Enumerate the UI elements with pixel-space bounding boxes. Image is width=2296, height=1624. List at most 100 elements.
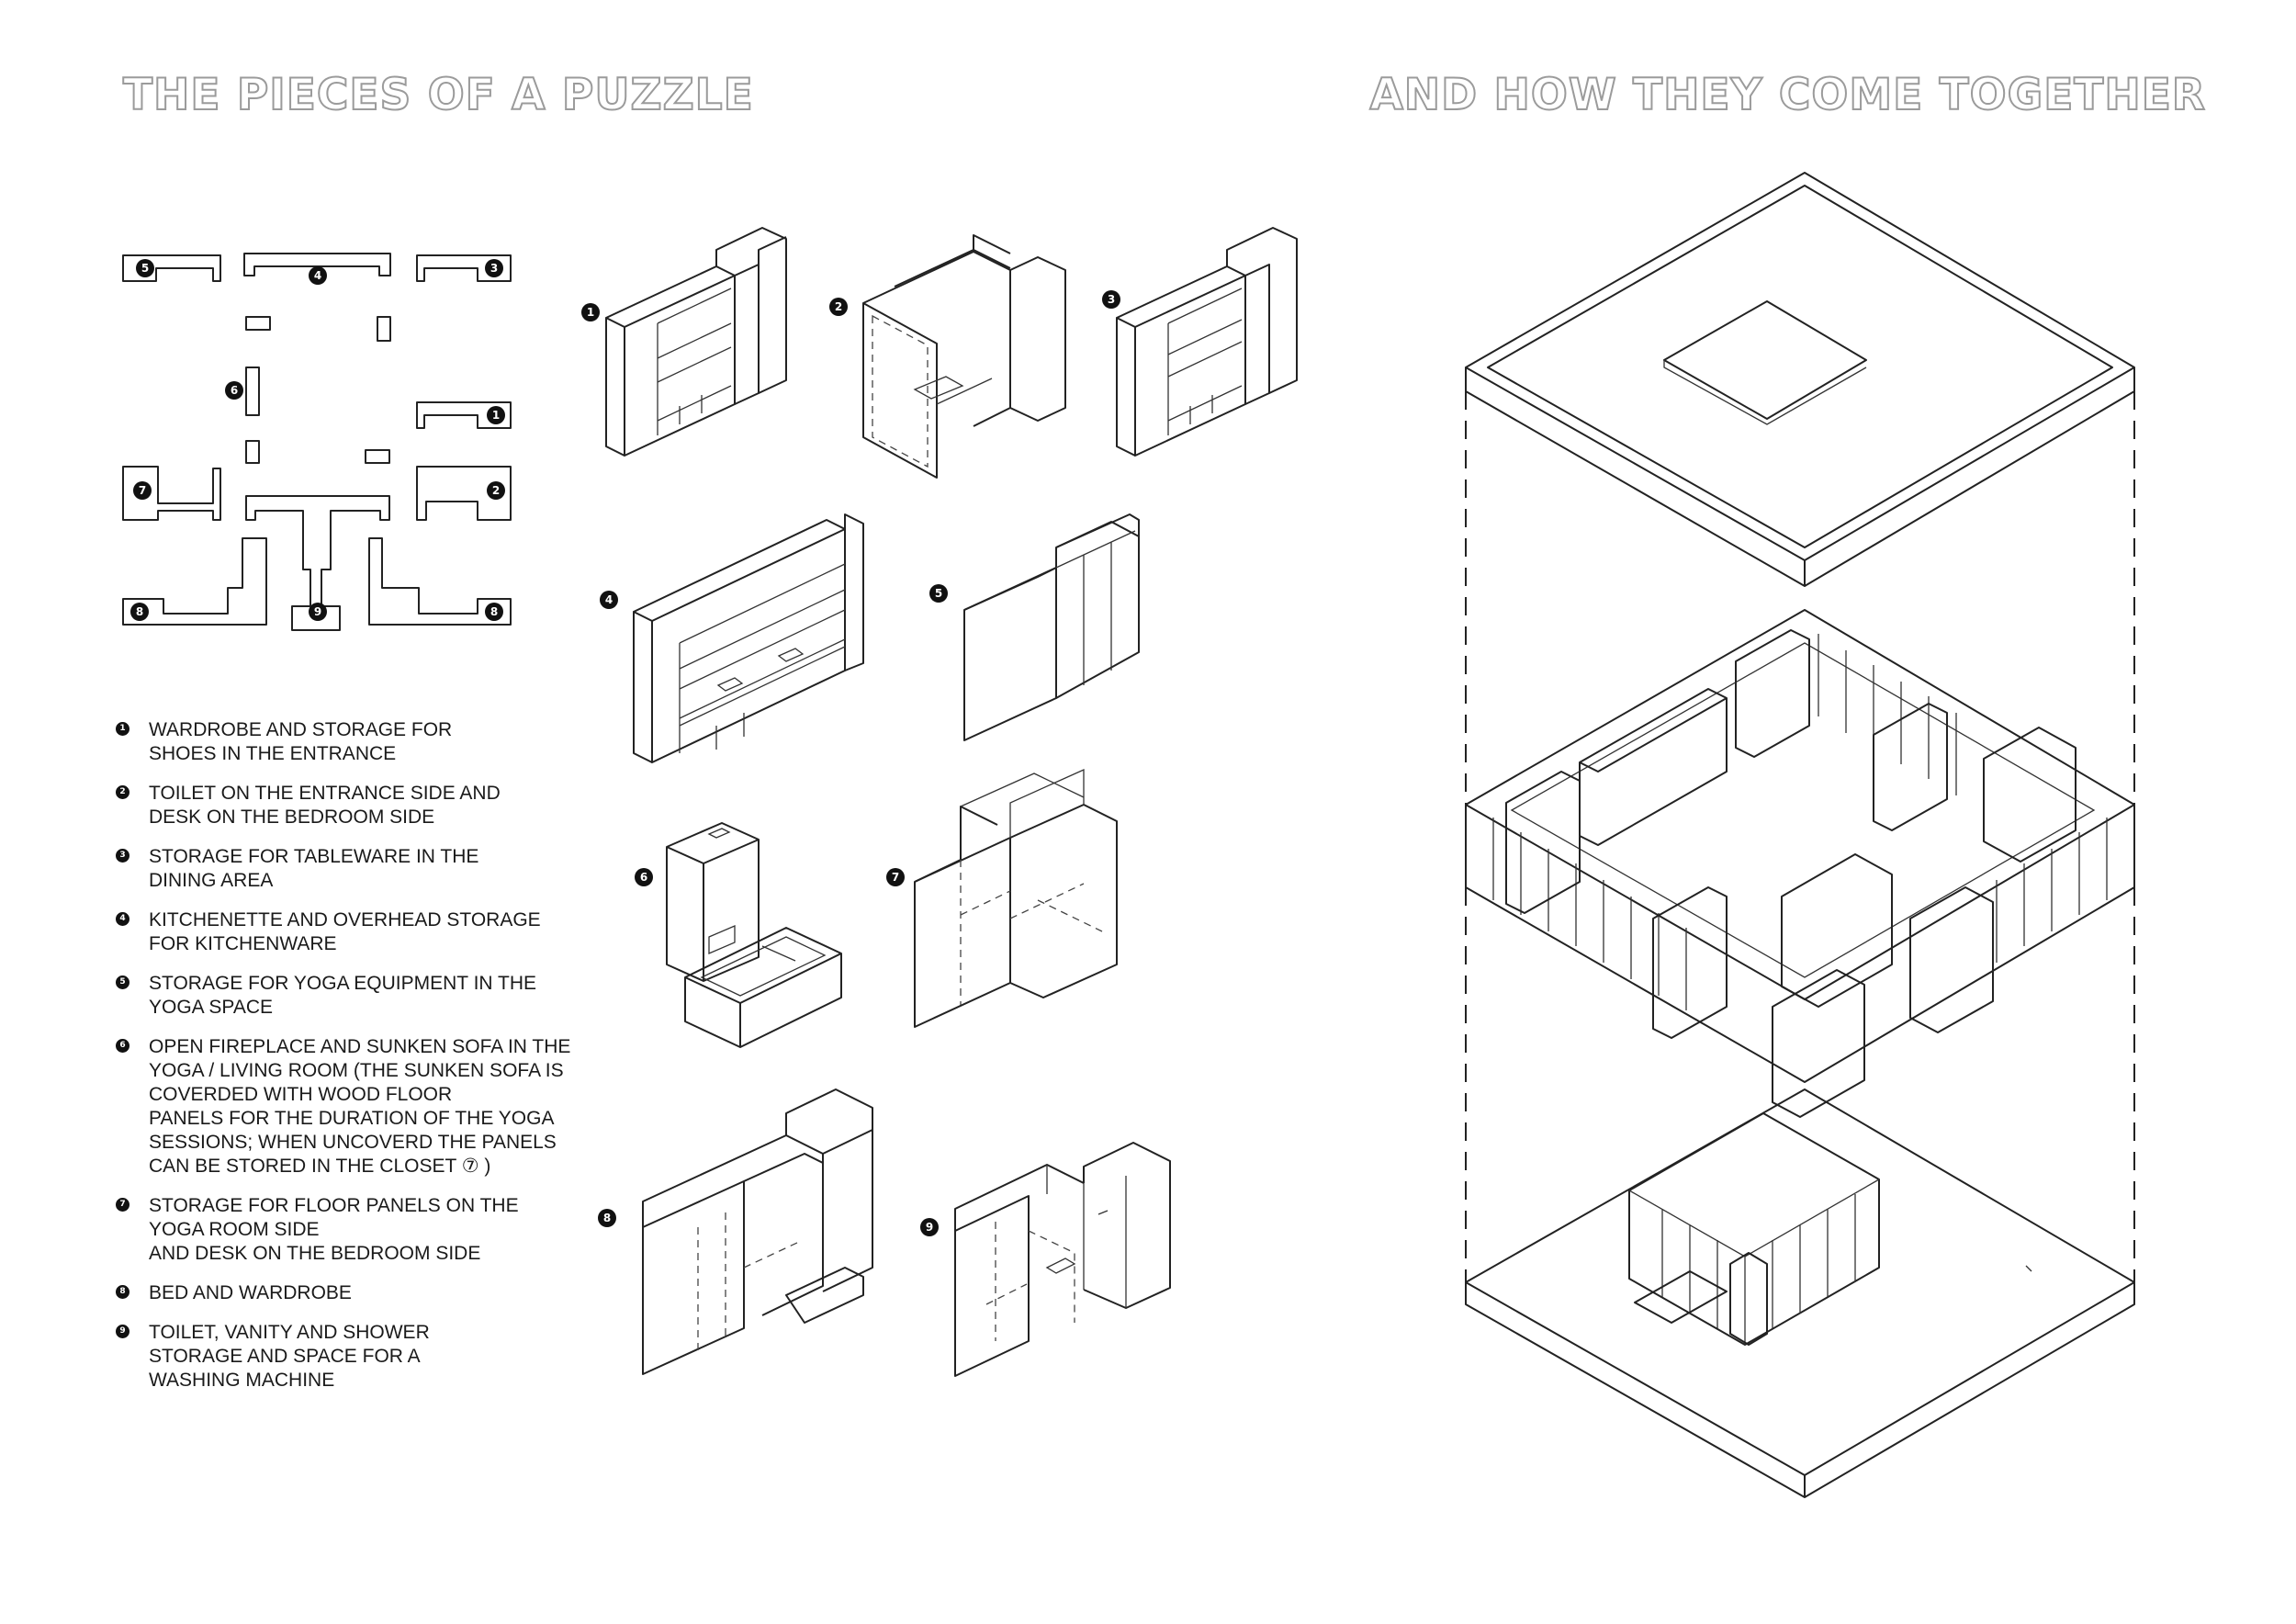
- piece-2-door: [862, 302, 938, 479]
- piece-9-front: [954, 1195, 1030, 1377]
- piece-9-edges: [1046, 1165, 1127, 1308]
- piece-badge-5: 5: [929, 584, 948, 603]
- key-plan: [122, 253, 512, 631]
- piece-4-top: [633, 519, 846, 613]
- legend-number: 8: [116, 1285, 129, 1299]
- legend-text: STORAGE FOR TABLEWARE IN THE DINING AREA: [149, 846, 479, 891]
- plan-badge-6: 6: [225, 381, 243, 400]
- piece-6-fireplace-edges: [666, 839, 760, 981]
- svg-text:5: 5: [935, 587, 942, 600]
- svg-text:7: 7: [139, 484, 146, 497]
- plan-piece-8b: [368, 537, 512, 626]
- piece-badge-7: 7: [886, 868, 905, 886]
- svg-text:8: 8: [490, 605, 498, 618]
- module-3-block: [1735, 629, 1810, 758]
- roof-slab-edge: [1465, 367, 2135, 587]
- svg-text:5: 5: [141, 262, 149, 275]
- svg-text:8: 8: [603, 1212, 611, 1224]
- ground-slab-edge: [1465, 1282, 2135, 1498]
- legend-number: 2: [116, 785, 129, 799]
- piece-8-wardrobe-right: [822, 1129, 873, 1292]
- plan-piece-9: [245, 495, 390, 631]
- plan-column: [377, 316, 391, 342]
- piece-1-tall-edge: [758, 236, 787, 265]
- piece-1-wardrobe: [605, 227, 787, 457]
- legend-number: 4: [116, 912, 129, 926]
- piece-6-fireplace: [666, 822, 760, 982]
- roof-slab-top: [1465, 172, 2135, 561]
- roof-skylight: [1663, 300, 1867, 420]
- piece-7-desk: [1009, 804, 1118, 998]
- piece-8-hidden: [697, 1212, 800, 1350]
- piece-5-side: [963, 567, 1057, 741]
- legend-number: 9: [116, 1325, 129, 1338]
- piece-9-top: [954, 1164, 1085, 1231]
- piece-3-side: [1116, 317, 1136, 457]
- legend-number: 3: [116, 849, 129, 863]
- piece-9-fixtures: [1045, 1210, 1109, 1274]
- piece-8-wardrobe: [743, 1153, 824, 1316]
- piece-9-tall: [1083, 1142, 1171, 1309]
- module-5-block: [1505, 771, 1581, 914]
- piece-2-sink: [913, 376, 993, 405]
- piece-badge-3: 3: [1102, 290, 1120, 309]
- piece-3-tall-top: [1226, 227, 1298, 394]
- piece-4-front: [651, 528, 846, 763]
- piece-badge-1: 1: [581, 303, 600, 321]
- plan-badge-5: 5: [136, 259, 154, 277]
- piece-8-bed-wardrobe: [642, 1088, 873, 1375]
- piece-5-top-edge: [1055, 521, 1140, 548]
- plan-badge-2: 2: [487, 481, 505, 500]
- roof-parapet: [1487, 185, 2113, 548]
- modules-glazing-left: [1492, 818, 1687, 1010]
- legend-item: 3 STORAGE FOR TABLEWARE IN THE DINING ARE…: [116, 845, 593, 893]
- piece-9-bathroom: [954, 1142, 1171, 1377]
- exploded-roof: [1465, 172, 2135, 587]
- plan-piece-8a: [122, 537, 267, 626]
- piece-6-openings: [707, 828, 736, 954]
- plan-badge-8: 8: [130, 603, 149, 621]
- piece-4-kitchenette: [633, 513, 864, 763]
- modules-glazing-right: [1996, 818, 2108, 963]
- piece-4-sink: [716, 648, 805, 692]
- piece-badge-6: 6: [635, 868, 653, 886]
- plan-piece-5: [122, 254, 221, 282]
- plan-column: [365, 449, 390, 464]
- piece-3-top: [1116, 265, 1246, 319]
- piece-5-top: [963, 567, 1057, 611]
- roof-skylight-inner: [1663, 360, 1867, 425]
- piece-2-edge: [973, 234, 1011, 254]
- piece-2-block: [1009, 256, 1066, 422]
- plan-badge-3: 3: [485, 259, 503, 277]
- plan-piece-6: [245, 367, 260, 416]
- svg-text:6: 6: [231, 384, 238, 397]
- piece-1-front: [624, 275, 736, 457]
- plan-badge-8: 8: [485, 603, 503, 621]
- legend-text: OPEN FIREPLACE AND SUNKEN SOFA IN THE YO…: [149, 1036, 571, 1177]
- svg-text:1: 1: [492, 409, 500, 422]
- svg-text:4: 4: [605, 593, 613, 606]
- exploded-modules: [1465, 609, 2135, 1118]
- piece-7-hidden: [960, 860, 1103, 1005]
- assembly-guides: [1465, 391, 2135, 1282]
- modules-outline-sides: [1465, 805, 2135, 1083]
- plan-piece-1: [416, 401, 512, 429]
- piece-7-top: [914, 806, 998, 883]
- piece-badge-4: 4: [600, 591, 618, 609]
- ground-sofa: [1634, 1270, 1728, 1324]
- ground-core-glazing: [1628, 1179, 1880, 1345]
- piece-9-hidden: [985, 1222, 1075, 1341]
- piece-3-shelves: [1167, 288, 1243, 435]
- piece-badge-2: 2: [829, 298, 848, 316]
- piece-2-toilet-desk: [862, 234, 1066, 479]
- plan-column: [245, 440, 260, 464]
- ground-fireplace: [1729, 1252, 1768, 1346]
